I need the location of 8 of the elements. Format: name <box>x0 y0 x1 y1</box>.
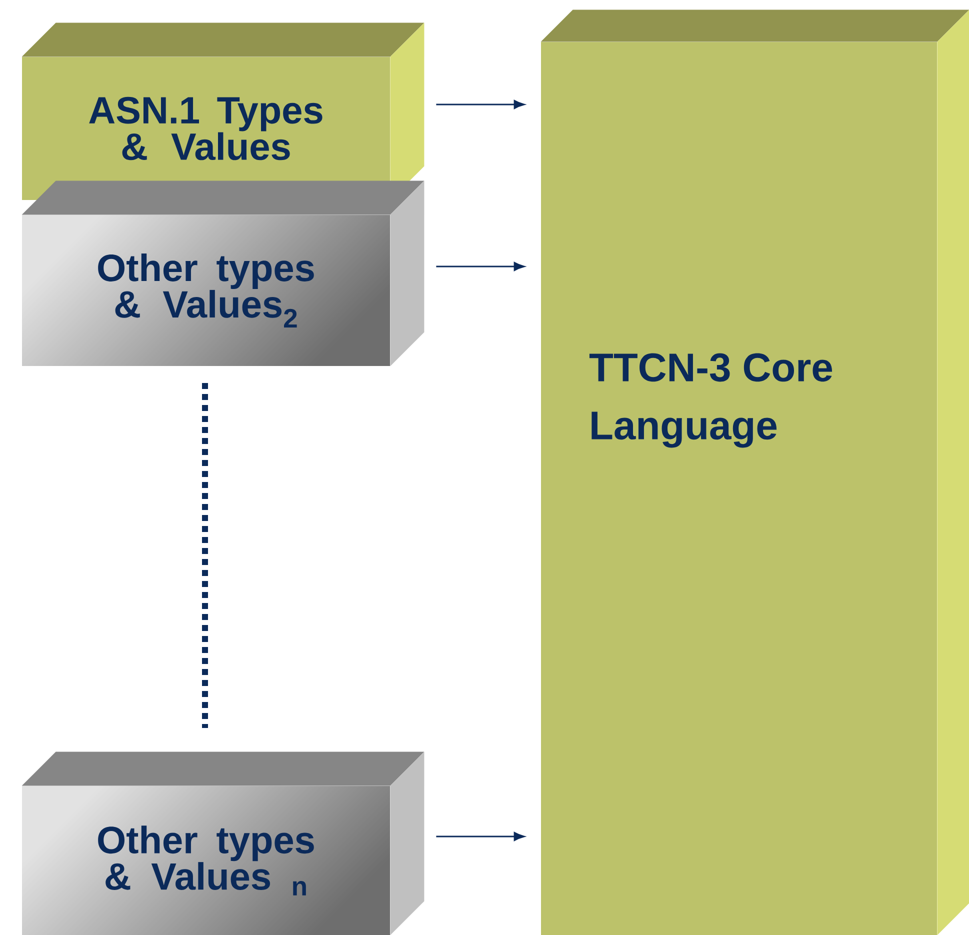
node-label: Other types & Values $_{n}$ <box>98 826 314 896</box>
type-block: Other types & Values $_{n}$ <box>22 752 424 935</box>
arrow <box>436 262 525 271</box>
type-block: Other types & Values$_{2}$ <box>22 180 424 366</box>
node-label: Other types & Values$_{2}$ <box>98 254 314 328</box>
language-block: TTCN-3 Core Language <box>540 10 969 935</box>
arrow <box>436 100 525 109</box>
arrow <box>436 832 525 841</box>
